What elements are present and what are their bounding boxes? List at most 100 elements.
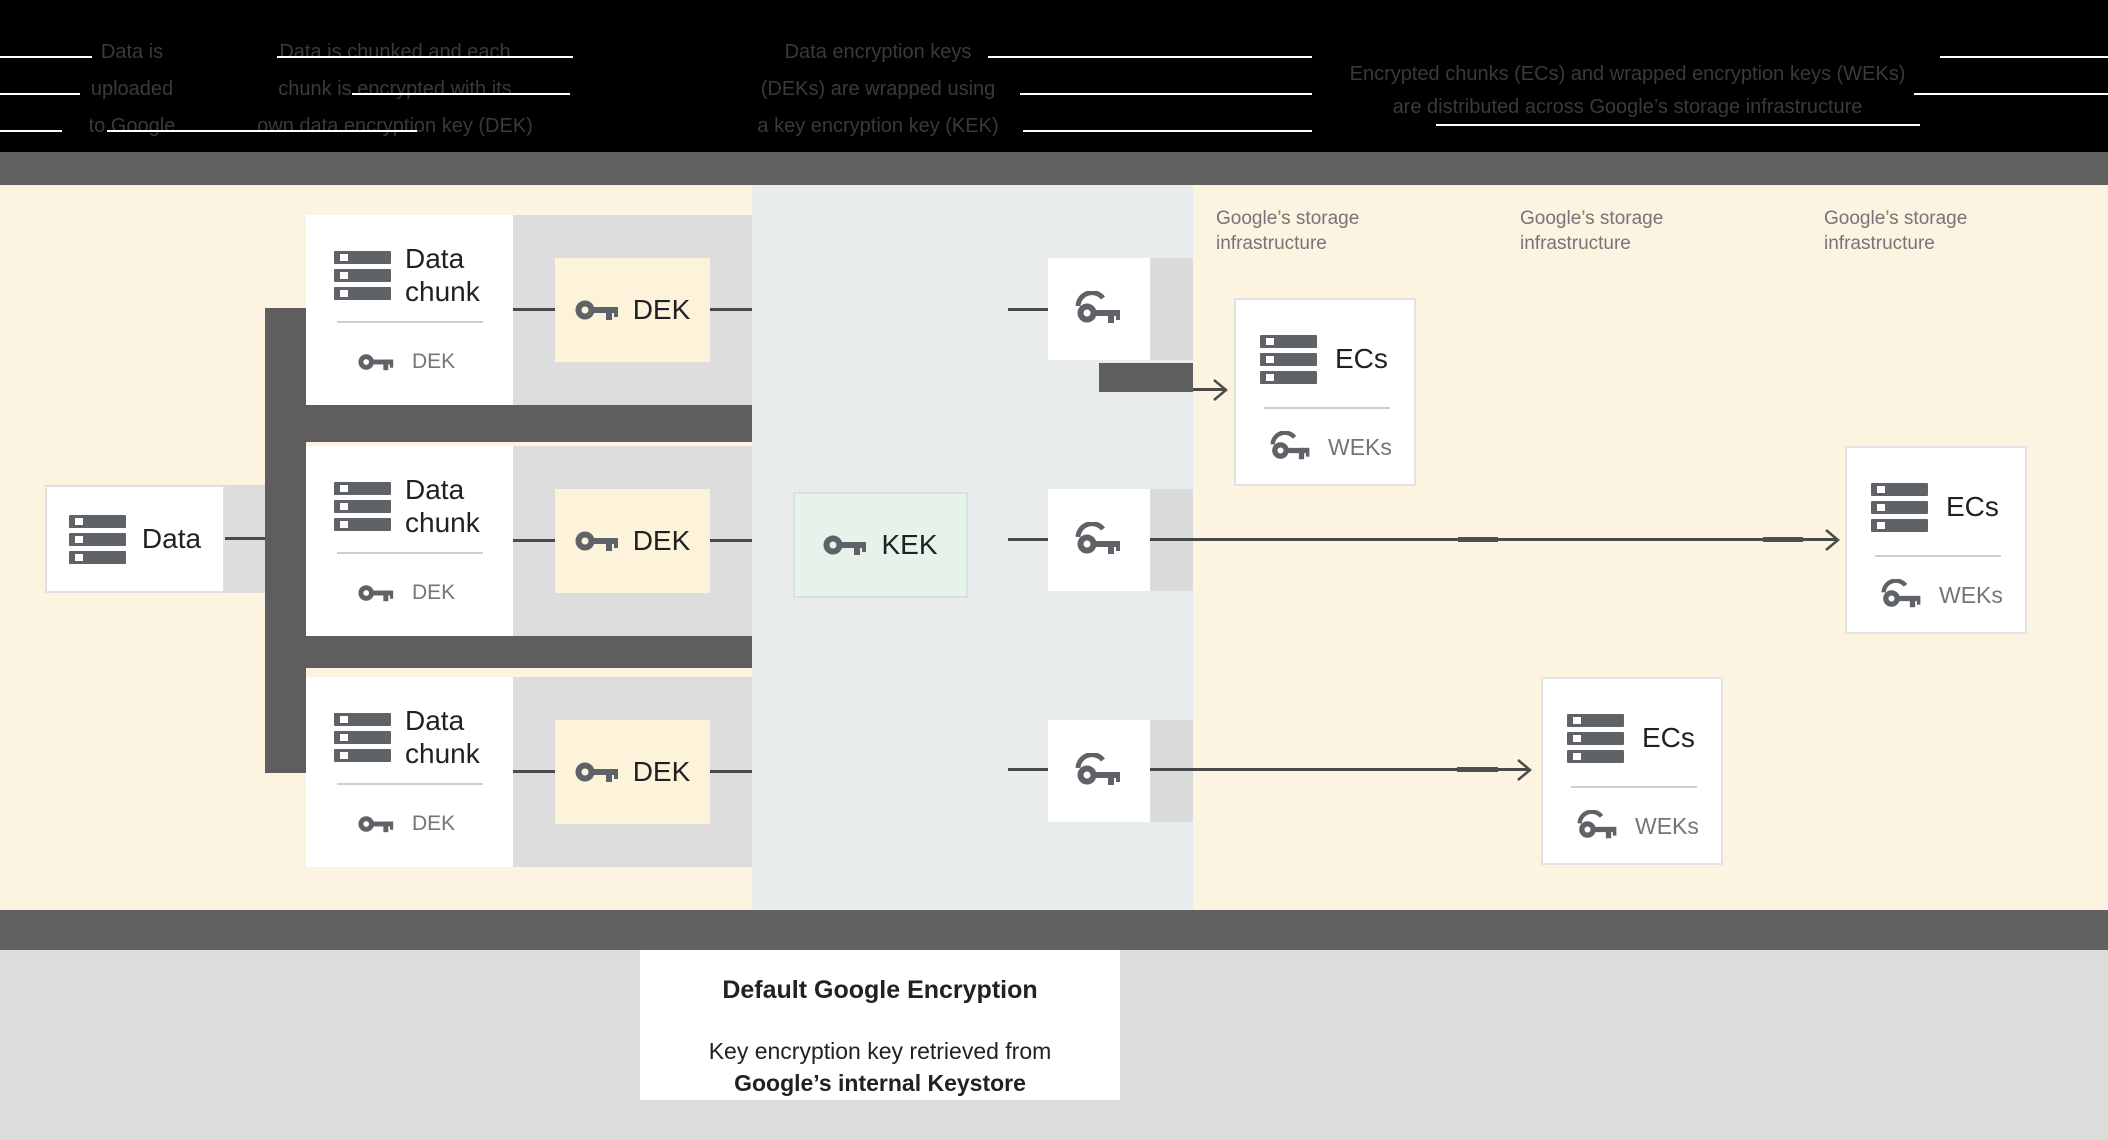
arrow-line-segment xyxy=(1763,537,1803,542)
header-band: Data is uploaded to Google Data is chunk… xyxy=(0,0,2108,152)
key-icon xyxy=(823,532,867,558)
key-box-panel xyxy=(1150,720,1193,822)
header-text-line: own data encryption key (DEK) xyxy=(257,115,533,137)
dek-box: DEK xyxy=(555,489,710,593)
header-step-1: Data is uploaded to Google xyxy=(32,34,232,145)
dek-box-label: DEK xyxy=(632,294,691,325)
divider xyxy=(0,130,62,132)
wrapped-key-icon xyxy=(1075,291,1123,327)
wrapped-key-icon xyxy=(1881,579,1923,611)
kek-box: KEK xyxy=(793,492,968,598)
divider xyxy=(1914,93,2108,95)
header-step-2: Data is chunked and each chunk is encryp… xyxy=(245,34,545,145)
divider xyxy=(0,93,80,95)
header-text-line: chunk is encrypted with its xyxy=(278,78,512,100)
ecs-box: ECs WEKs xyxy=(1234,298,1416,486)
arrowhead-icon xyxy=(1516,758,1532,782)
chunk-dek-label: DEK xyxy=(412,812,456,835)
data-stack-icon xyxy=(1567,713,1624,763)
header-text-line: a key encryption key (KEK) xyxy=(757,115,999,137)
kek-box-label: KEK xyxy=(881,529,938,560)
data-chunk-label: Data chunk xyxy=(405,705,480,769)
storage-infrastructure-label: Google’s storage infrastructure xyxy=(1824,208,1968,254)
arrow-line-segment xyxy=(1458,537,1498,542)
header-step-4: Encrypted chunks (ECs) and wrapped encry… xyxy=(1295,58,1960,124)
divider xyxy=(988,56,1312,58)
divider xyxy=(1023,130,1312,132)
ecs-box: ECs WEKs xyxy=(1541,677,1723,865)
header-underbar xyxy=(0,152,2108,185)
dek-box: DEK xyxy=(555,258,710,362)
key-icon xyxy=(358,351,394,373)
divider xyxy=(337,552,483,554)
data-stack-icon xyxy=(1260,334,1317,384)
arrow-line-segment xyxy=(1457,767,1498,772)
key-icon xyxy=(358,813,394,835)
data-stack-icon xyxy=(334,481,391,531)
data-chunk-box: Data chunk DEK xyxy=(306,215,513,405)
header-text-line: Data is xyxy=(100,41,164,63)
divider xyxy=(0,56,92,58)
wrapped-key-icon xyxy=(1270,431,1312,463)
divider xyxy=(352,93,570,95)
weks-label: WEKs xyxy=(1328,433,1392,460)
arrow-line xyxy=(1193,388,1225,391)
divider xyxy=(277,56,573,58)
data-stack-icon xyxy=(334,250,391,300)
arrowhead-icon xyxy=(1212,378,1228,402)
wrapped-key-icon xyxy=(1075,522,1123,558)
key-box-panel xyxy=(1150,258,1193,360)
key-stub-line xyxy=(1008,538,1048,541)
divider xyxy=(1264,407,1390,409)
storage-infrastructure-label: Google’s storage infrastructure xyxy=(1520,208,1664,254)
data-stack-icon xyxy=(68,514,126,564)
wrapping-key-box xyxy=(1048,489,1150,591)
wrapped-key-icon xyxy=(1075,753,1123,789)
data-chunk-label: Data chunk xyxy=(405,474,480,538)
divider xyxy=(1571,786,1697,788)
header-text-line: Data is chunked and each xyxy=(279,41,511,63)
data-box: Data xyxy=(45,485,225,593)
redaction-block xyxy=(1099,363,1193,392)
caption-line: Google’s internal Keystore xyxy=(734,1070,1026,1096)
ecs-label: ECs xyxy=(1642,722,1695,753)
caption-title: Default Google Encryption xyxy=(722,976,1038,1004)
wrapping-key-box xyxy=(1048,720,1150,822)
header-text-line: (DEKs) are wrapped using xyxy=(760,78,996,100)
wrapped-key-icon xyxy=(1577,810,1619,842)
key-stub-line xyxy=(1008,308,1048,311)
caption-line: Key encryption key retrieved from xyxy=(708,1038,1052,1064)
dek-box-label: DEK xyxy=(632,525,691,556)
divider xyxy=(1020,93,1312,95)
data-box-label: Data xyxy=(141,523,202,554)
storage-infrastructure-label: Google’s storage infrastructure xyxy=(1216,208,1360,254)
header-text-line: Data encryption keys xyxy=(784,41,972,63)
key-icon xyxy=(575,297,619,323)
divider xyxy=(1875,555,2001,557)
row-separator-bar xyxy=(265,402,752,442)
arrowhead-icon xyxy=(1824,528,1840,552)
arrow-line xyxy=(1150,768,1528,771)
divider xyxy=(1436,124,1920,126)
data-chunk-box: Data chunk DEK xyxy=(306,677,513,867)
header-step-3: Data encryption keys (DEKs) are wrapped … xyxy=(718,34,1038,145)
ecs-label: ECs xyxy=(1946,491,1999,522)
weks-label: WEKs xyxy=(1635,812,1699,839)
header-text-line: Encrypted chunks (ECs) and wrapped encry… xyxy=(1349,63,1906,85)
data-stack-icon xyxy=(334,712,391,762)
divider xyxy=(107,130,417,132)
key-icon xyxy=(575,528,619,554)
wrapping-key-box xyxy=(1048,258,1150,360)
caption-box: Default Google Encryption Key encryption… xyxy=(640,950,1120,1100)
header-text-line: to Google xyxy=(88,115,176,137)
dek-box-label: DEK xyxy=(632,756,691,787)
header-text-line: uploaded xyxy=(90,78,174,100)
data-stack-icon xyxy=(1871,482,1928,532)
trunk-bar xyxy=(265,308,306,773)
footer-bar xyxy=(0,910,2108,950)
key-stub-line xyxy=(1008,768,1048,771)
divider xyxy=(337,321,483,323)
chunk-dek-label: DEK xyxy=(412,350,456,373)
weks-label: WEKs xyxy=(1939,581,2003,608)
